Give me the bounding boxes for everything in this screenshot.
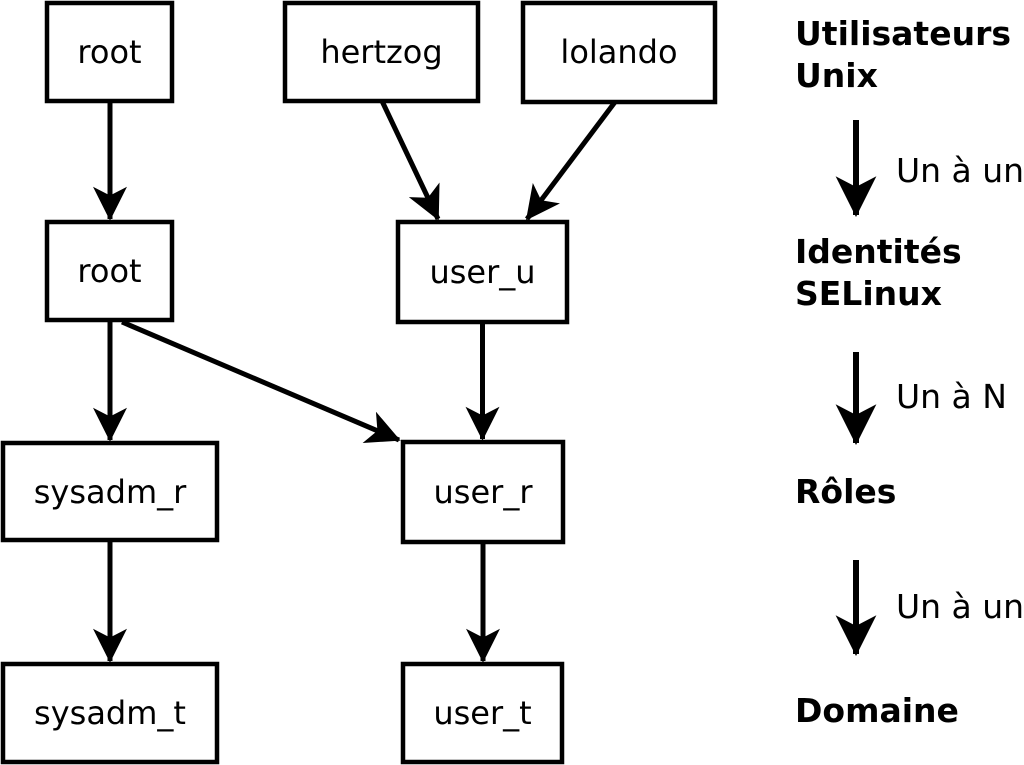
node-role-sysadm_r-label: sysadm_r <box>34 473 187 511</box>
node-domain-sysadm_t-box <box>0 661 220 765</box>
node-identity-root-label: root <box>77 252 141 290</box>
node-domain-user_t-box <box>400 661 565 765</box>
node-unix-lolando-box <box>520 0 718 105</box>
node-domain-sysadm_t-label: sysadm_t <box>34 694 186 732</box>
node-role-user_r-box <box>400 439 566 545</box>
node-unix-root-label: root <box>77 33 141 71</box>
legend-mapping3-label: Un à un <box>896 587 1024 626</box>
legend-mapping1-label: Un à un <box>896 151 1024 190</box>
edge-lolando-to-user_u <box>525 100 617 221</box>
edge-root-identity-to-user_r <box>121 319 401 443</box>
legend-mapping2-label: Un à N <box>896 377 1007 416</box>
node-unix-hertzog-box <box>282 0 481 104</box>
legend-selinux-identities-line2: SELinux <box>795 274 942 313</box>
node-role-user_r-label: user_r <box>434 473 534 511</box>
node-unix-lolando-label: lolando <box>560 33 677 71</box>
node-identity-user_u-label: user_u <box>429 253 535 291</box>
node-domain-user_t-label: user_t <box>433 694 531 732</box>
node-role-sysadm_r-box <box>0 440 220 543</box>
node-identity-root-box <box>44 219 175 323</box>
node-unix-hertzog-label: hertzog <box>320 33 442 71</box>
legend-unix-users-line1: Utilisateurs <box>795 14 1011 53</box>
legend-selinux-identities-line1: Identités <box>795 232 962 271</box>
edge-hertzog-to-user_u <box>379 99 441 221</box>
legend-unix-users-line2: Unix <box>795 56 878 95</box>
node-identity-user_u-box <box>395 219 570 325</box>
legend-domain-label: Domaine <box>795 691 959 730</box>
node-unix-root-box <box>44 0 175 104</box>
legend-roles-label: Rôles <box>795 472 896 511</box>
